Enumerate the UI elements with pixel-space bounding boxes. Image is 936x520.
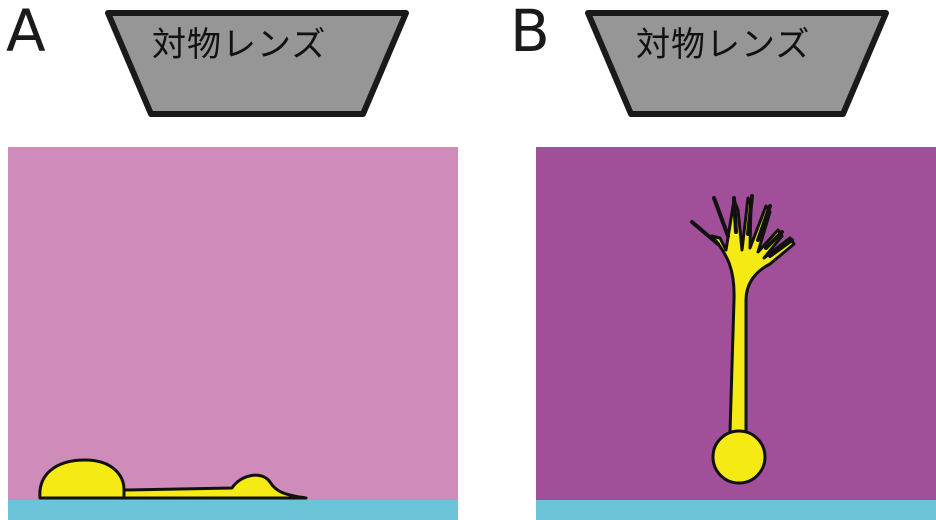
panel-label-a: A xyxy=(6,0,46,65)
objective-lens-label-b: 対物レンズ xyxy=(636,25,811,65)
medium-a xyxy=(8,147,458,502)
panel-label-b: B xyxy=(510,0,550,65)
substrate-b xyxy=(536,500,936,520)
soma-b xyxy=(711,429,767,485)
filopodia-b xyxy=(690,194,794,258)
flattened-cell-a xyxy=(38,458,308,500)
objective-lens-label-a: 対物レンズ xyxy=(152,25,327,65)
substrate-a xyxy=(8,500,458,520)
neurite-b xyxy=(710,196,796,434)
objective-lens-a xyxy=(105,10,409,117)
objective-lens-b xyxy=(585,10,889,117)
